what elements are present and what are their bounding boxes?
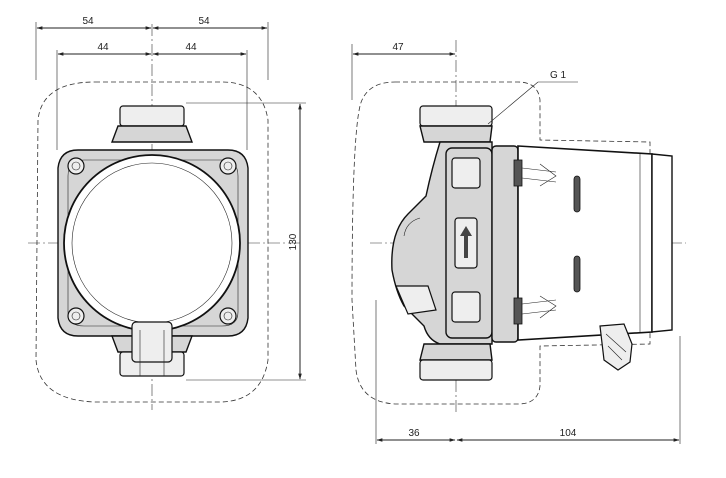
dim-44-left: 44 bbox=[97, 42, 109, 53]
front-top-neck bbox=[110, 125, 194, 143]
front-bolt-bosses bbox=[67, 157, 237, 325]
side-envelope-outline bbox=[351, 81, 651, 405]
side-screws bbox=[513, 159, 557, 325]
dim-47: 47 bbox=[392, 42, 404, 53]
dim-104: 104 bbox=[560, 428, 577, 439]
flow-arrow-icon bbox=[460, 226, 472, 258]
side-view: 47 G 1 36 104 bbox=[351, 40, 686, 444]
side-cooling-slots bbox=[573, 175, 581, 293]
dim-44-right: 44 bbox=[185, 42, 197, 53]
dim-54-left: 54 bbox=[82, 16, 94, 27]
thread-label-g1: G 1 bbox=[550, 70, 567, 81]
front-terminal-box bbox=[131, 321, 173, 363]
side-motor-body bbox=[517, 145, 653, 341]
dim-54-right: 54 bbox=[198, 16, 210, 27]
dim-36: 36 bbox=[408, 428, 420, 439]
side-top-port bbox=[419, 105, 493, 127]
front-motor-face-outer bbox=[63, 154, 241, 332]
dim-130: 130 bbox=[288, 233, 299, 250]
side-cable-gland bbox=[599, 323, 633, 371]
side-bottom-port bbox=[419, 359, 493, 381]
front-envelope-outline bbox=[35, 81, 269, 403]
front-top-port bbox=[119, 105, 185, 127]
front-view: 54 54 44 44 130 bbox=[28, 16, 306, 410]
